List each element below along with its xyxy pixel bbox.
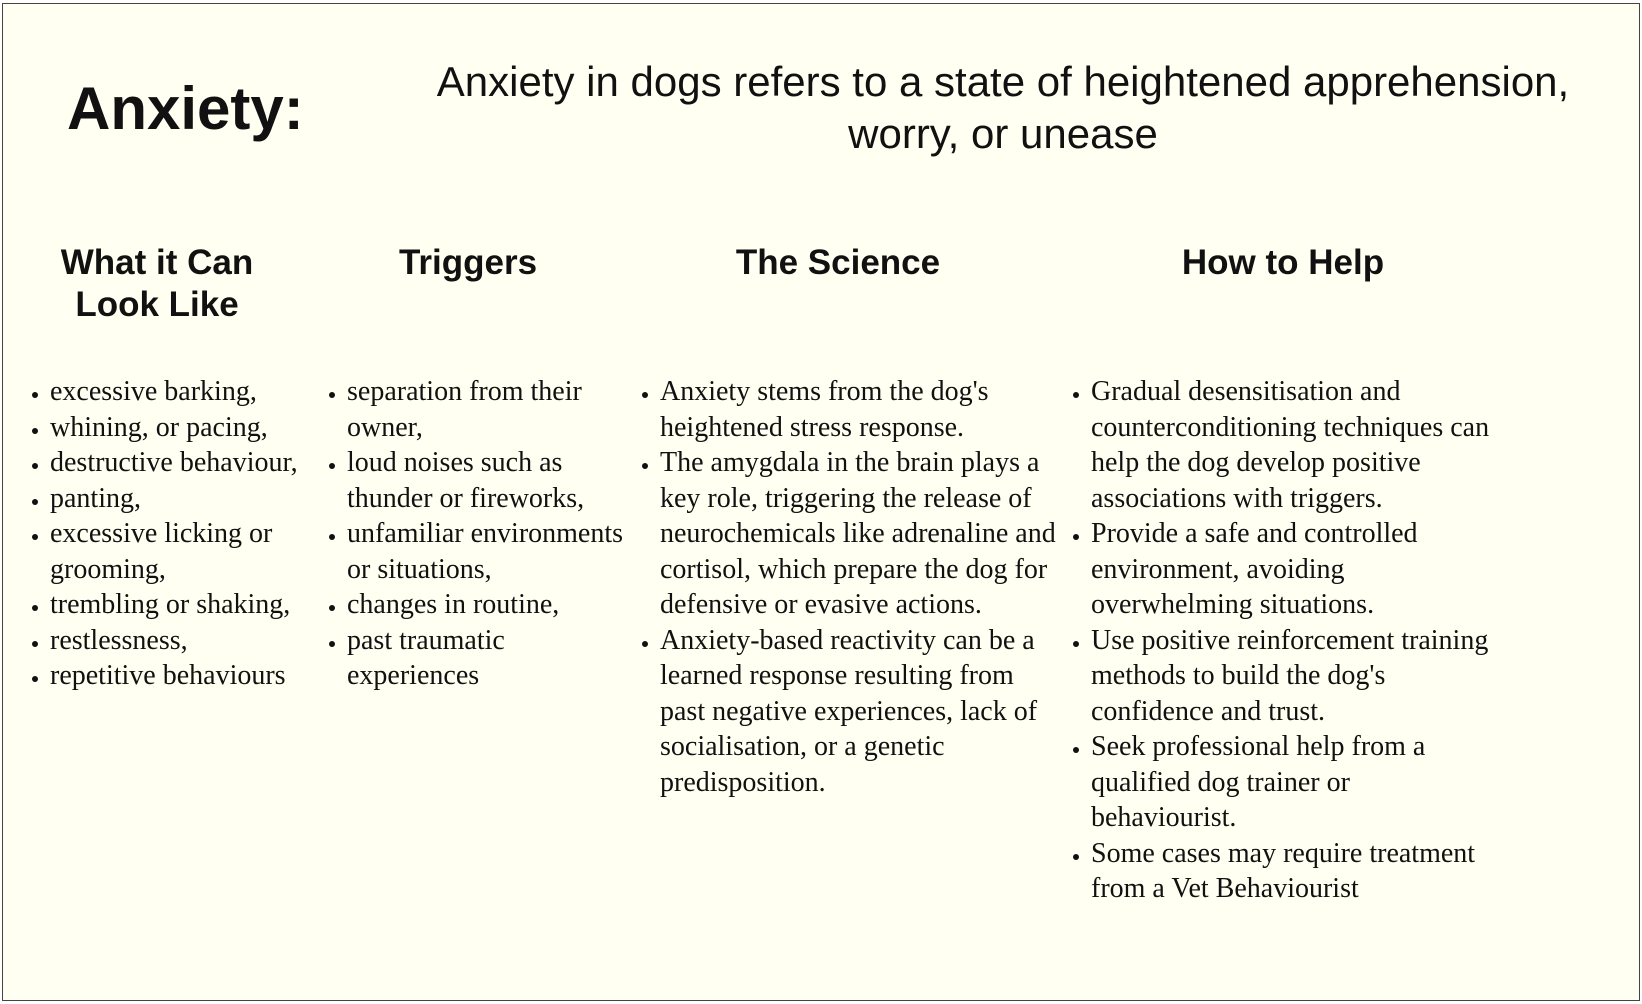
look-like-list: excessive barking, whining, or pacing, d… (17, 374, 306, 694)
list-item: destructive behaviour, (50, 445, 306, 481)
list-item: panting, (50, 481, 306, 517)
heading-how-to-help: How to Help (1181, 243, 1385, 282)
list-item: Provide a safe and controlled environmen… (1091, 516, 1496, 623)
list-item: loud noises such as thunder or fireworks… (347, 445, 627, 516)
list-item: excessive barking, (50, 374, 306, 410)
list-item: past traumatic experiences (347, 623, 627, 694)
heading-triggers: Triggers (398, 243, 538, 282)
list-item: restlessness, (50, 623, 306, 659)
science-list: Anxiety stems from the dog's heightened … (627, 374, 1058, 800)
list-item: separation from their owner, (347, 374, 627, 445)
list-item: Anxiety-based reactivity can be a learne… (660, 623, 1058, 801)
page-title: Anxiety: (67, 75, 304, 142)
definition-text: Anxiety in dogs refers to a state of hei… (436, 58, 1570, 157)
heading-what-it-can-look-like: What it Can Look Like (47, 242, 267, 326)
list-item: The amygdala in the brain plays a key ro… (660, 445, 1058, 623)
list-item: Anxiety stems from the dog's heightened … (660, 374, 1058, 445)
list-item: Some cases may require treatment from a … (1091, 836, 1496, 907)
slide: Anxiety: Anxiety in dogs refers to a sta… (2, 3, 1640, 1001)
heading-the-science: The Science (735, 243, 941, 282)
list-item: unfamiliar environments or situations, (347, 516, 627, 587)
list-item: changes in routine, (347, 587, 627, 623)
heading-line-1: What it Can (60, 243, 254, 282)
list-item: Use positive reinforcement training meth… (1091, 623, 1496, 730)
list-item: repetitive behaviours (50, 658, 306, 694)
list-item: whining, or pacing, (50, 410, 306, 446)
list-item: Seek professional help from a qualified … (1091, 729, 1496, 836)
list-item: trembling or shaking, (50, 587, 306, 623)
heading-line-2: Look Like (75, 285, 239, 324)
help-list: Gradual desensitisation and countercondi… (1058, 374, 1496, 907)
list-item: excessive licking or grooming, (50, 516, 306, 587)
list-item: Gradual desensitisation and countercondi… (1091, 374, 1496, 516)
triggers-list: separation from their owner, loud noises… (314, 374, 627, 694)
